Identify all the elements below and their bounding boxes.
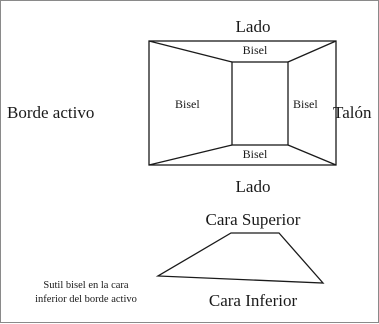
cross-section-shape (155, 232, 325, 284)
bevel-line-bottom-right (287, 144, 337, 166)
label-bevel-right: Bisel (293, 97, 318, 111)
label-bevel-top: Bisel (243, 43, 268, 57)
bevel-line-top-left (148, 40, 233, 63)
tool-flat-face (231, 61, 289, 146)
note-line-2: inferior del borde activo (35, 294, 137, 305)
label-top-face: Cara Superior (206, 210, 301, 229)
label-active-edge: Borde activo (7, 103, 94, 122)
bevel-line-bottom-left (148, 144, 233, 166)
label-heel: Talón (333, 103, 372, 122)
label-bevel-bottom: Bisel (243, 147, 268, 161)
note-line-1: Sutil bisel en la cara (43, 280, 128, 291)
label-bottom-face: Cara Inferior (209, 291, 298, 310)
label-side-top: Lado (236, 17, 271, 36)
label-bevel-left: Bisel (175, 97, 200, 111)
bevel-line-top-right (287, 40, 337, 63)
label-side-bottom: Lado (236, 177, 271, 196)
